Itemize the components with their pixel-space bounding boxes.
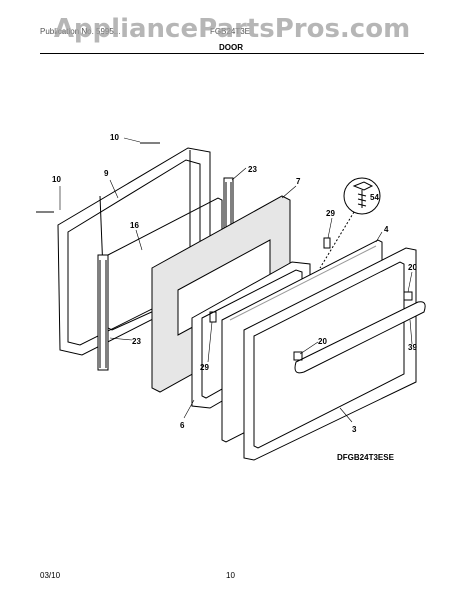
callout-39: 39 (408, 343, 417, 352)
footer-date: 03/10 (40, 571, 61, 580)
section-title: DOOR (219, 43, 243, 52)
callout-54: 54 (370, 193, 379, 202)
publication-header: Publication No. 5995... (40, 27, 121, 36)
callout-23-top: 23 (248, 165, 257, 174)
callout-29-right: 29 (326, 209, 335, 218)
callout-16: 16 (130, 221, 139, 230)
model-number-label: DFGB24T3ESE (337, 453, 394, 462)
callout-10-left: 10 (52, 175, 61, 184)
clip-center (293, 351, 303, 361)
header-rule (40, 53, 424, 54)
watermark-logo: AppliancePartsPros.com (53, 14, 411, 44)
screw-detail (319, 177, 381, 269)
model-header: FGB24T3E (210, 27, 251, 36)
door-handle (294, 301, 426, 374)
callout-6: 6 (180, 421, 185, 430)
callout-4: 4 (384, 225, 389, 234)
spacer-right (323, 237, 331, 249)
spacer-left (209, 311, 217, 323)
callout-29-left: 29 (200, 363, 209, 372)
callout-9: 9 (104, 169, 109, 178)
footer-page-number: 10 (226, 571, 235, 580)
callout-10-top: 10 (110, 133, 119, 142)
callout-23-bottom: 23 (132, 337, 141, 346)
callout-20-right: 20 (408, 263, 417, 272)
hinge-left (97, 254, 109, 371)
callout-20-center: 20 (318, 337, 327, 346)
callout-7: 7 (296, 177, 301, 186)
callout-3: 3 (352, 425, 357, 434)
